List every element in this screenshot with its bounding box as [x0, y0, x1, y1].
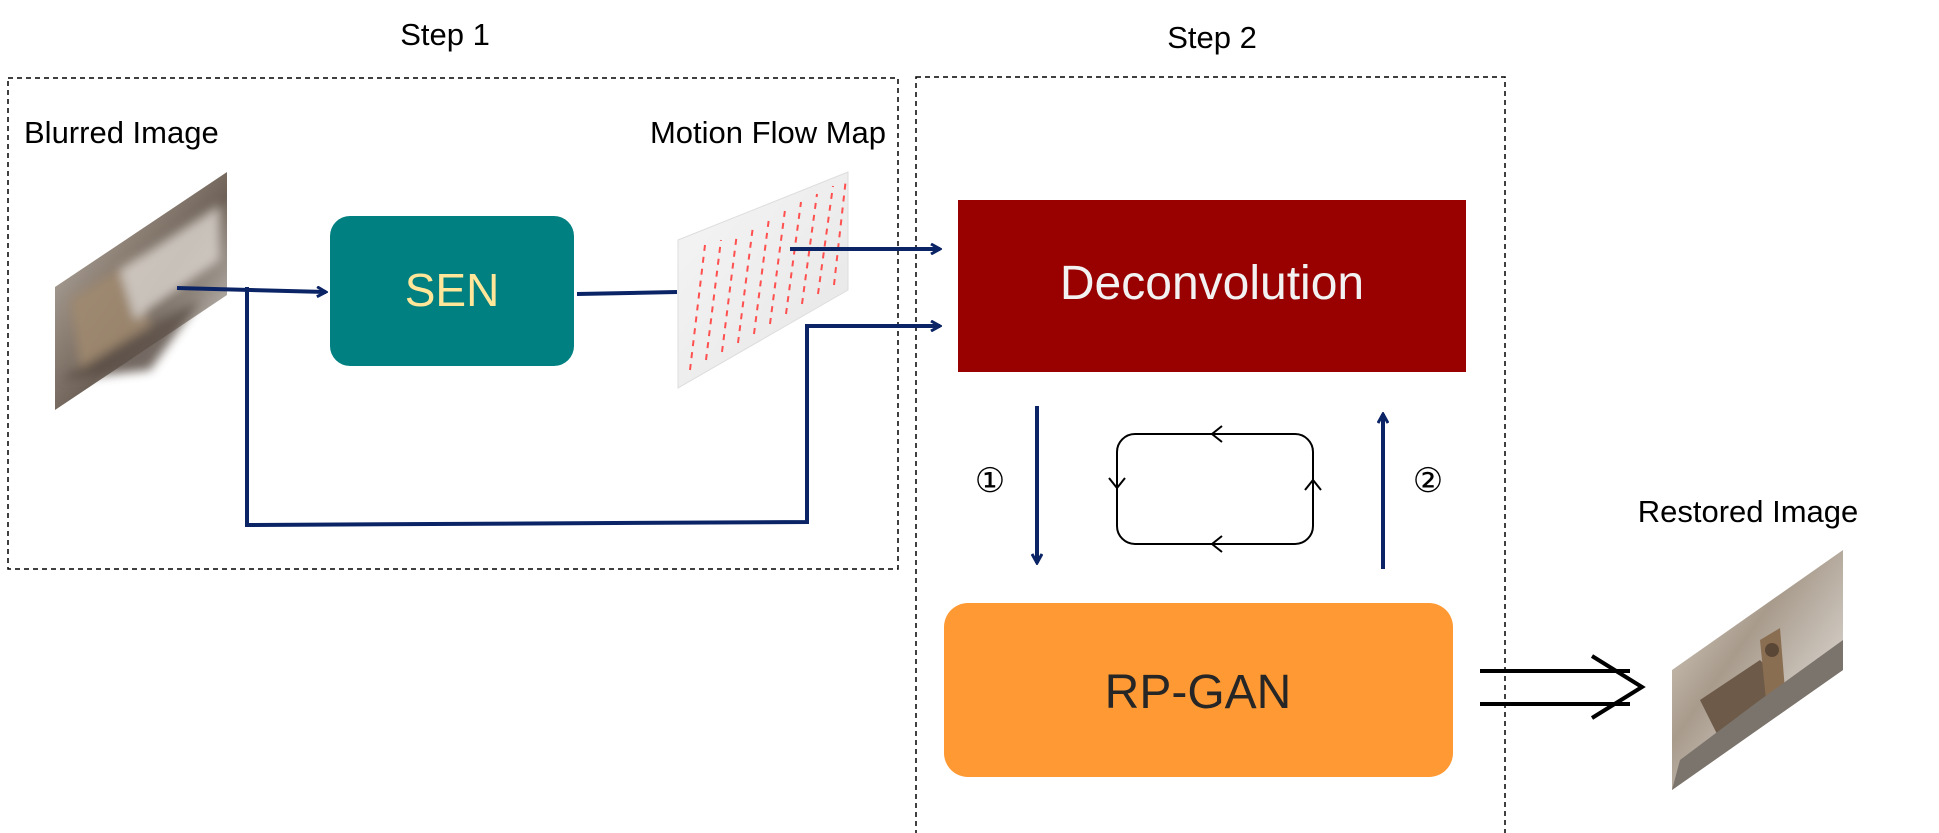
output-double-arrow: [1480, 654, 1646, 720]
step2-title: Step 2: [1167, 20, 1257, 55]
skip-connection-arrow: [245, 287, 940, 528]
rpgan-label: RP-GAN: [1105, 666, 1292, 719]
sen-label: SEN: [405, 264, 500, 316]
marker-two: ②: [1413, 462, 1443, 500]
restored-image-label: Restored Image: [1638, 494, 1859, 529]
restored-image: [1672, 550, 1843, 790]
sen-to-flow-line: [576, 290, 678, 296]
blurred-to-sen-arrow: [176, 288, 326, 292]
blurred-image: [55, 172, 227, 410]
sen-block: [330, 216, 574, 366]
rpgan-block: [944, 603, 1453, 777]
step1-title: Step 1: [400, 17, 490, 52]
deconvolution-label: Deconvolution: [1060, 257, 1364, 310]
marker-one: ①: [975, 462, 1005, 500]
step1-frame: [7, 77, 899, 570]
motion-flow-map: [677, 171, 849, 389]
iteration-loop-icon: [1108, 425, 1322, 553]
blurred-image-label: Blurred Image: [24, 115, 219, 150]
motion-flow-map-label: Motion Flow Map: [650, 115, 886, 150]
deconvolution-block: [958, 200, 1466, 372]
